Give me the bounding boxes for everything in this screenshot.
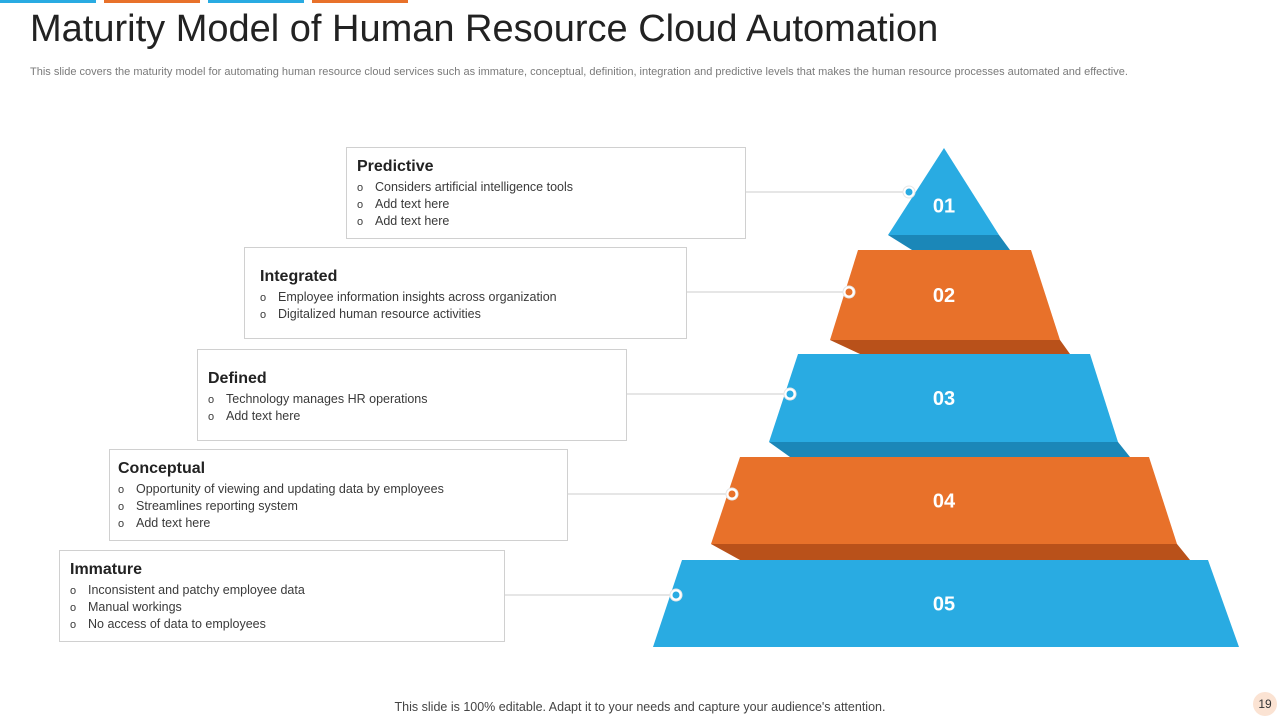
bullet-icon: o [357,216,364,228]
list-item: o Add text here [208,408,614,425]
connector-dot [786,390,794,398]
pyramid-layer-03 [769,354,1118,442]
bullet-icon: o [70,602,77,614]
top-accent-bar-1 [0,0,96,3]
connector-dot [728,490,736,498]
bullet-icon: o [118,518,125,530]
pyramid-layer-number: 03 [933,388,955,410]
top-accent-bar-4 [312,0,408,3]
bullet-icon: o [260,292,267,304]
pyramid-layer-number: 02 [933,285,955,307]
list-item: o Technology manages HR operations [208,391,614,408]
list-item-text: Add text here [375,214,450,228]
list-item: o Add text here [357,196,733,213]
level-box-conceptual: Conceptual o Opportunity of viewing and u… [109,449,568,541]
top-accent-bar-2 [104,0,200,3]
list-item: o Opportunity of viewing and updating dat… [118,481,555,498]
connector-dot [905,188,913,196]
list-item: o No access of data to employees [70,616,492,633]
level-box-immature: Immature o Inconsistent and patchy employ… [59,550,505,642]
pyramid-shadow-band [888,235,1010,250]
list-item-text: Add text here [226,409,301,423]
level-bullet-list: o Employee information insights across or… [260,289,674,323]
pyramid-layer-number: 05 [933,594,955,616]
level-title: Conceptual [118,460,206,477]
list-item: o Manual workings [70,599,492,616]
bullet-icon: o [70,585,77,597]
level-box-defined: Defined o Technology manages HR operation… [197,349,627,441]
page-number-badge: 19 [1253,692,1277,716]
level-title: Predictive [357,158,434,175]
list-item-text: Streamlines reporting system [136,499,298,513]
list-item-text: Digitalized human resource activities [278,307,481,321]
level-bullet-list: o Opportunity of viewing and updating dat… [118,481,555,532]
connector-dot [672,591,680,599]
pyramid-layer-04 [711,457,1177,544]
bullet-icon: o [208,394,215,406]
list-item: o Digitalized human resource activities [260,306,674,323]
bullet-icon: o [70,619,77,631]
connector-dot [845,288,853,296]
list-item: o Streamlines reporting system [118,498,555,515]
list-item: o Add text here [118,515,555,532]
list-item: o Considers artificial intelligence tools [357,179,733,196]
list-item-text: Add text here [136,516,211,530]
footer-note: This slide is 100% editable. Adapt it to… [394,700,886,714]
pyramid-layer-05 [653,560,1239,647]
list-item-text: Employee information insights across org… [278,290,557,304]
bullet-icon: o [208,411,215,423]
list-item-text: Inconsistent and patchy employee data [88,583,305,597]
list-item-text: Technology manages HR operations [226,392,428,406]
pyramid-shadow-band [711,544,1190,560]
pyramid-layer-01 [888,148,999,235]
list-item-text: Add text here [375,197,450,211]
list-item-text: Opportunity of viewing and updating data… [136,482,444,496]
bullet-icon: o [118,501,125,513]
level-title: Defined [208,370,267,387]
level-title: Integrated [260,268,338,285]
bullet-icon: o [357,182,364,194]
pyramid-layer-number: 01 [933,196,955,218]
pyramid-layer-02 [830,250,1060,340]
level-bullet-list: o Considers artificial intelligence tools… [357,179,733,230]
top-accent-bar-3 [208,0,304,3]
bullet-icon: o [357,199,364,211]
bullet-icon: o [118,484,125,496]
list-item: o Add text here [357,213,733,230]
slide-title: Maturity Model of Human Resource Cloud A… [30,8,939,50]
list-item: o Inconsistent and patchy employee data [70,582,492,599]
list-item: o Employee information insights across or… [260,289,674,306]
list-item-text: Considers artificial intelligence tools [375,180,574,194]
level-bullet-list: o Inconsistent and patchy employee data o… [70,582,492,633]
slide-subtitle: This slide covers the maturity model for… [30,66,1128,78]
level-box-predictive: Predictive o Considers artificial intelli… [346,147,746,239]
level-box-integrated: Integrated o Employee information insight… [244,247,687,339]
pyramid-shadow-band [830,340,1070,354]
list-item-text: Manual workings [88,600,182,614]
level-title: Immature [70,561,143,578]
pyramid-layer-number: 04 [933,491,956,513]
pyramid-shadow-band [769,442,1130,457]
bullet-icon: o [260,309,267,321]
list-item-text: No access of data to employees [88,617,266,631]
